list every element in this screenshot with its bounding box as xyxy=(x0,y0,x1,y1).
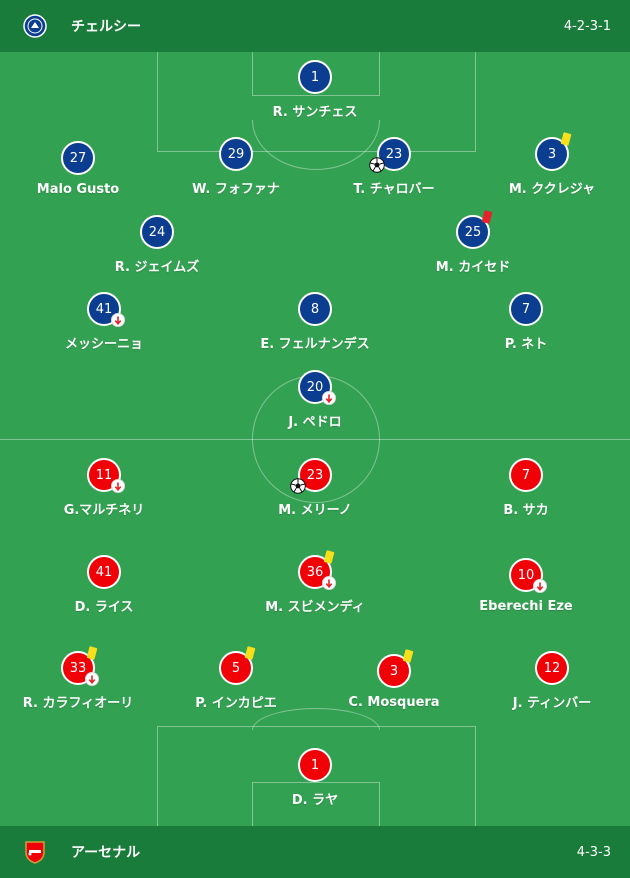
yellow-card-icon xyxy=(244,646,256,660)
substitution-arrow-icon xyxy=(111,313,125,327)
home-formation: 4-2-3-1 xyxy=(563,18,611,34)
player-name: R. ジェイムズ xyxy=(114,260,200,275)
away-team-name: アーセナル xyxy=(71,845,141,861)
substitution-arrow-icon xyxy=(85,672,99,686)
player-name: W. フォファナ xyxy=(192,182,280,197)
player-name: E. フェルナンデス xyxy=(260,337,370,352)
player-number-badge: 7 xyxy=(509,292,543,326)
player-name: C. Mosquera xyxy=(348,695,440,710)
yellow-card-icon xyxy=(323,550,335,564)
player-number-badge: 7 xyxy=(509,458,543,492)
arsenal-crest-icon xyxy=(23,840,47,864)
home-goal-area xyxy=(252,52,380,96)
yellow-card-icon xyxy=(86,646,98,660)
away-goal-area xyxy=(252,782,380,826)
player-name: D. ラヤ xyxy=(291,793,339,808)
away-formation: 4-3-3 xyxy=(576,844,611,860)
home-team-name: チェルシー xyxy=(71,19,141,35)
player-name: M. スビメンディ xyxy=(265,600,365,615)
player-name: D. ライス xyxy=(74,600,134,615)
player-name: J. ペドロ xyxy=(288,415,342,430)
player-name: P. インカピエ xyxy=(195,696,277,711)
away-penalty-arc xyxy=(252,708,380,730)
player-name: Eberechi Eze xyxy=(479,599,573,614)
player-name: メッシーニョ xyxy=(64,337,143,352)
player-name: P. ネト xyxy=(504,337,548,352)
player-number-badge: 29 xyxy=(219,137,253,171)
player-name: R. カラフィオーリ xyxy=(22,696,134,711)
substitution-arrow-icon xyxy=(322,576,336,590)
substitution-arrow-icon xyxy=(322,391,336,405)
player-name: M. メリーノ xyxy=(278,503,352,518)
home-penalty-arc xyxy=(252,120,380,170)
player-name: M. ククレジャ xyxy=(508,182,596,197)
player-name: M. カイセド xyxy=(435,260,511,275)
goal-ball-icon xyxy=(369,157,385,173)
player-number-badge: 27 xyxy=(61,141,95,175)
player-number-badge: 1 xyxy=(298,60,332,94)
yellow-card-icon xyxy=(560,132,572,146)
player-name: T. チャロバー xyxy=(353,182,435,197)
substitution-arrow-icon xyxy=(533,579,547,593)
yellow-card-icon xyxy=(402,649,414,663)
player-number-badge: 24 xyxy=(140,215,174,249)
home-team-bar[interactable]: チェルシー 4-2-3-1 xyxy=(0,0,630,52)
player-number-badge: 1 xyxy=(298,748,332,782)
chelsea-crest-icon xyxy=(23,14,47,38)
substitution-arrow-icon xyxy=(111,479,125,493)
player-number-badge: 8 xyxy=(298,292,332,326)
player-name: G.マルチネリ xyxy=(63,503,145,518)
player-name: R. サンチェス xyxy=(272,105,358,120)
player-name: J. ティンバー xyxy=(512,696,592,711)
red-card-icon xyxy=(481,210,493,224)
player-name: B. サカ xyxy=(503,503,549,518)
player-number-badge: 12 xyxy=(535,651,569,685)
player-name: Malo Gusto xyxy=(36,182,120,197)
away-team-bar[interactable]: アーセナル 4-3-3 xyxy=(0,826,630,878)
player-number-badge: 41 xyxy=(87,555,121,589)
goal-ball-icon xyxy=(290,478,306,494)
